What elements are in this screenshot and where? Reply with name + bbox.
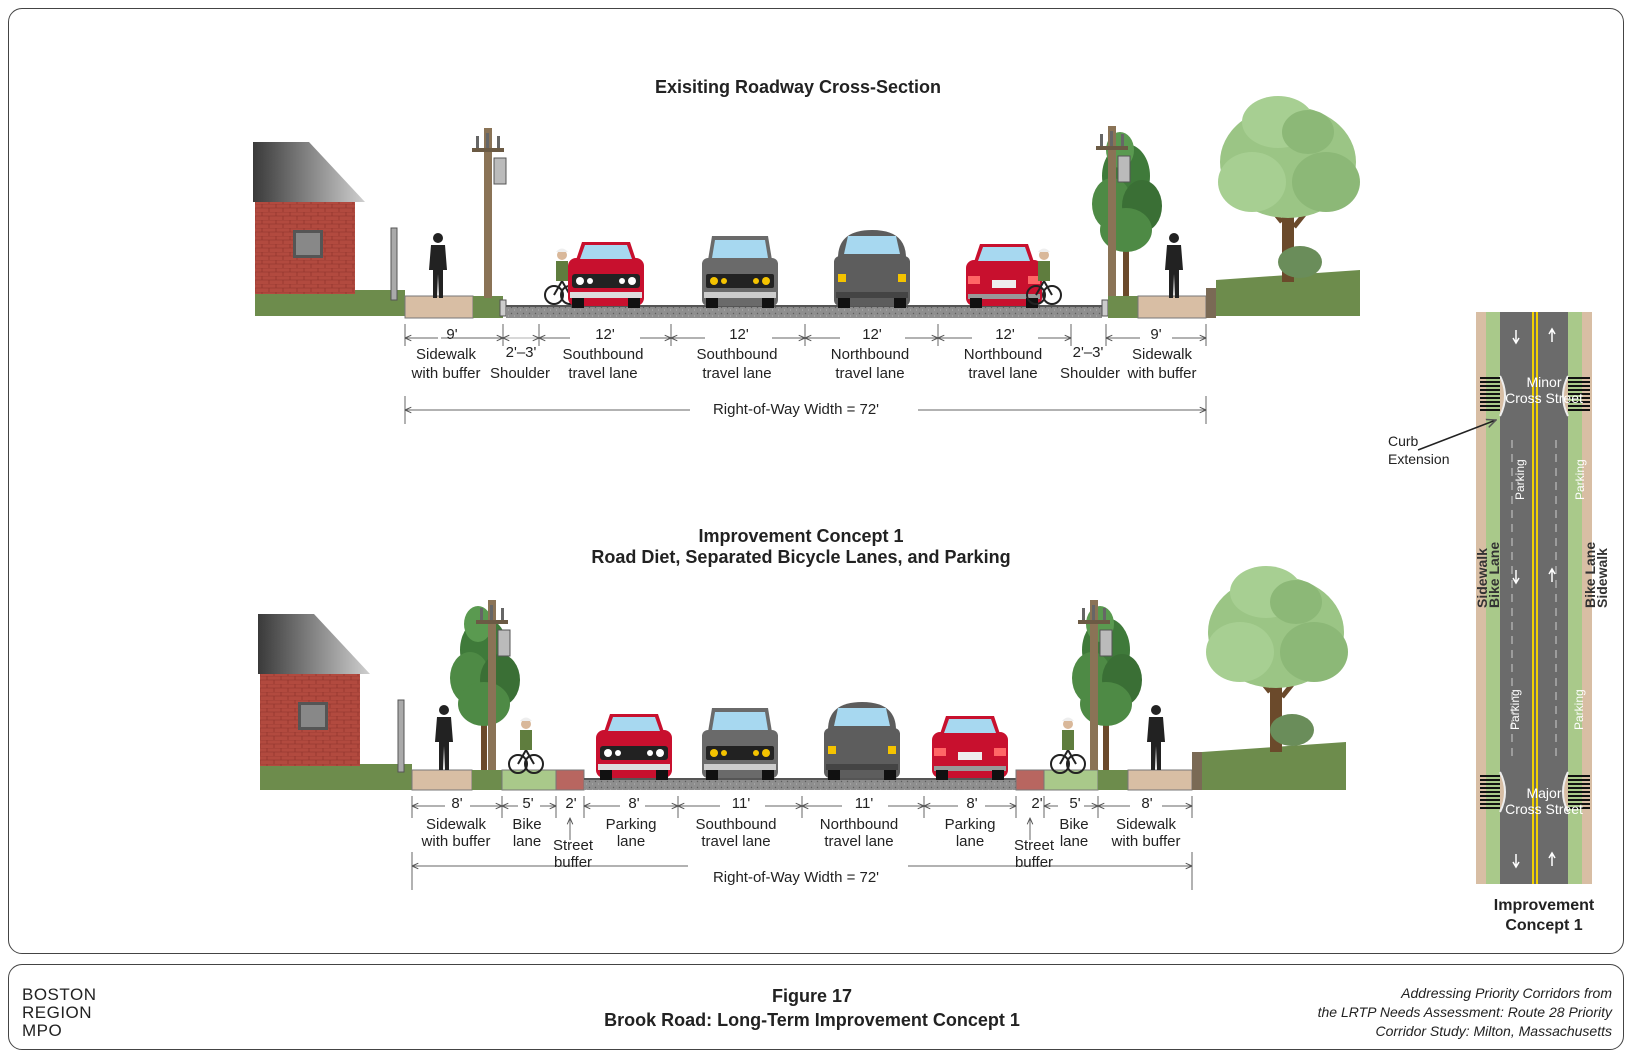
- segment-dimension: 2': [1031, 795, 1043, 812]
- major-cross-street-label: Major Cross Street: [1505, 785, 1583, 817]
- segment-dimension: 12': [595, 326, 615, 343]
- parking-label: Parking: [1513, 459, 1527, 500]
- plan-caption: Improvement Concept 1: [1493, 897, 1595, 934]
- segment-label: Parking lane: [944, 816, 996, 850]
- parking-label: Parking: [1572, 689, 1586, 730]
- segment-dimension: 9': [1150, 326, 1162, 343]
- concept-section-drawing: [258, 566, 1348, 791]
- segment-dimension: 11': [731, 795, 751, 812]
- segment-dimension: 5': [522, 795, 534, 812]
- sidewalk-label: Sidewalk: [1594, 548, 1610, 608]
- segment-label: Street buffer: [1013, 837, 1055, 871]
- segment-label: Sidewalk with buffer: [1111, 816, 1181, 850]
- right-of-way-width: Right-of-Way Width = 72': [712, 401, 880, 418]
- segment-label: Northbound travel lane: [819, 816, 899, 850]
- study-citation: Addressing Priority Corridors from the L…: [1317, 985, 1612, 1039]
- figure-number: Figure 17: [771, 986, 853, 1006]
- segment-dimension: 5': [1069, 795, 1081, 812]
- segment-dimension: 2'–3': [1072, 344, 1104, 361]
- segment-dimension: 2': [565, 795, 577, 812]
- segment-label: Southbound travel lane: [695, 816, 777, 850]
- segment-label: Shoulder: [1059, 365, 1121, 382]
- segment-dimension: 12': [995, 326, 1015, 343]
- existing-dimension-lines: [405, 324, 1206, 424]
- footer-frame: [8, 964, 1624, 1050]
- existing-section-title: Exisiting Roadway Cross-Section: [654, 77, 942, 97]
- minor-cross-street-label: Minor Cross Street: [1505, 374, 1583, 406]
- parking-label: Parking: [1573, 459, 1587, 500]
- segment-label: Street buffer: [552, 837, 594, 871]
- figure-title: Brook Road: Long-Term Improvement Concep…: [604, 1010, 1020, 1030]
- existing-section-drawing: [253, 96, 1360, 319]
- segment-dimension: 8': [628, 795, 640, 812]
- curb-extension-label: Curb Extension: [1388, 433, 1450, 467]
- plan-view: [1417, 312, 1592, 884]
- concept-dimension-lines: [412, 796, 1192, 890]
- segment-dimension: 12': [729, 326, 749, 343]
- parking-label: Parking: [1508, 689, 1522, 730]
- segment-label: Southbound travel lane: [696, 346, 778, 382]
- segment-label: Sidewalk with buffer: [1127, 346, 1197, 382]
- segment-label: Northbound travel lane: [830, 346, 910, 382]
- concept-section-subtitle: Road Diet, Separated Bicycle Lanes, and …: [591, 547, 1011, 567]
- segment-label: Northbound travel lane: [963, 346, 1043, 382]
- segment-dimension: 11': [854, 795, 874, 812]
- segment-label: Bike lane: [1059, 816, 1089, 850]
- segment-dimension: 12': [862, 326, 882, 343]
- segment-label: Bike lane: [512, 816, 542, 850]
- segment-dimension: 8': [1141, 795, 1153, 812]
- segment-label: Sidewalk with buffer: [411, 346, 481, 382]
- concept-section-title: Improvement Concept 1: [698, 526, 904, 546]
- segment-label: Shoulder: [489, 365, 551, 382]
- mpo-logo-text: BOSTON REGION MPO: [22, 985, 97, 1040]
- segment-dimension: 8': [451, 795, 463, 812]
- segment-dimension: 9': [446, 326, 458, 343]
- right-of-way-width: Right-of-Way Width = 72': [712, 869, 880, 886]
- bike-lane-label: Bike Lane: [1486, 541, 1502, 608]
- segment-dimension: 2'–3': [505, 344, 537, 361]
- segment-label: Southbound travel lane: [562, 346, 644, 382]
- main-frame: [8, 8, 1624, 954]
- segment-dimension: 8': [966, 795, 978, 812]
- segment-label: Sidewalk with buffer: [421, 816, 491, 850]
- segment-label: Parking lane: [605, 816, 657, 850]
